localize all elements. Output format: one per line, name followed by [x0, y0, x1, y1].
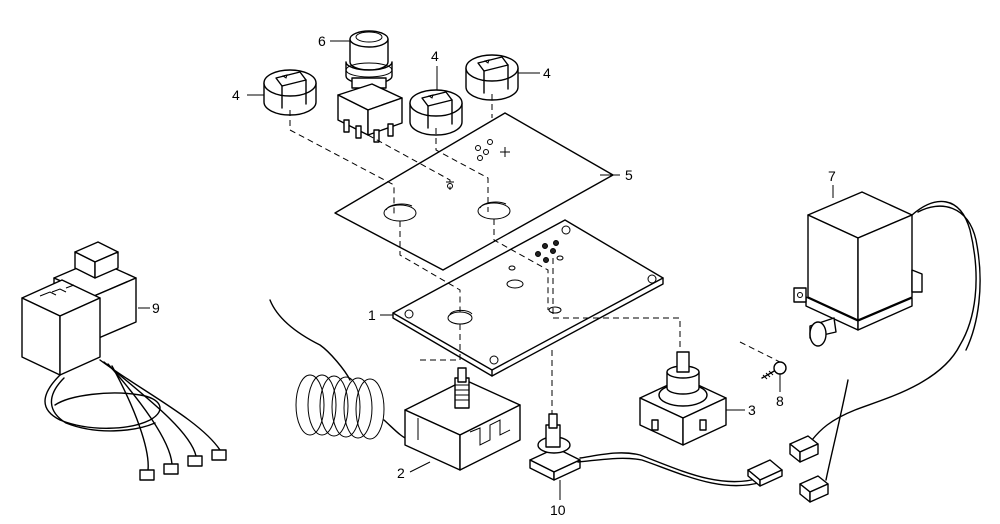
callout-2: 2: [397, 465, 405, 481]
part-6-push-button-switch: [337, 30, 403, 143]
part-4-knob-left: [263, 69, 317, 116]
part-2-thermostat: [269, 299, 521, 471]
callout-10: 10: [550, 502, 566, 518]
callout-7: 7: [828, 168, 836, 184]
callout-6: 6: [318, 33, 326, 49]
part-4-knob-right: [465, 54, 519, 101]
part-5-control-decal: [334, 112, 614, 271]
callout-1: 1: [368, 307, 376, 323]
callout-labels: 4 4 4 6 5 1 2 3 9 7 8 10: [152, 33, 836, 518]
callout-8: 8: [776, 393, 784, 409]
callout-4-right: 4: [543, 65, 551, 81]
callout-5: 5: [625, 167, 633, 183]
part-9-relay-box-harness: [21, 241, 227, 481]
part-4-knob-middle: [409, 89, 463, 136]
callout-4-middle: 4: [431, 48, 439, 64]
part-7-solenoid-valve: [789, 191, 981, 503]
callout-9: 9: [152, 300, 160, 316]
callout-4-left: 4: [232, 87, 240, 103]
part-3-selector-switch: [639, 351, 727, 446]
part-10-rotary-switch: [529, 413, 783, 487]
callout-leader-lines: [138, 40, 834, 500]
callout-3: 3: [748, 402, 756, 418]
part-1-mounting-plate: [392, 219, 664, 377]
part-8-screw: [761, 361, 787, 380]
